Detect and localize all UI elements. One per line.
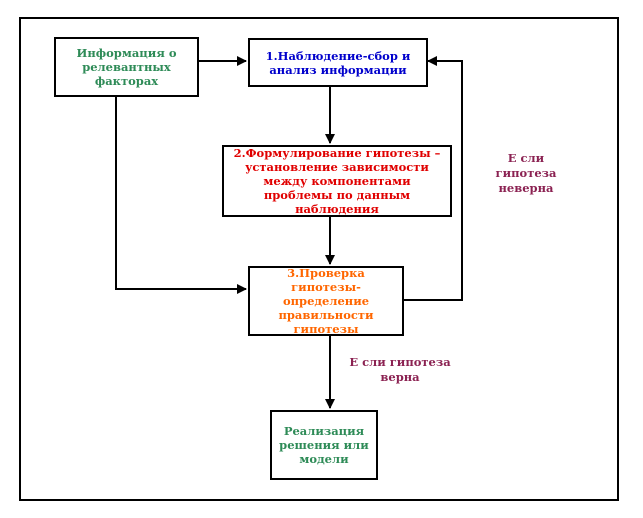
label-hypothesis-true: Е сли гипотеза верна bbox=[345, 355, 455, 385]
node-step2: 2.Формулирование гипотезы – установление… bbox=[222, 145, 452, 217]
label-hypothesis-false-text: Е сли гипотеза неверна bbox=[495, 151, 557, 195]
arrow-step3-feedback-to-step1 bbox=[404, 56, 463, 301]
node-info: Информация о релевантных факторах bbox=[54, 37, 199, 97]
node-step3-text: 3.Проверка гипотезы- определение правиль… bbox=[278, 266, 374, 336]
node-step1: 1.Наблюдение-сбор и анализ информации bbox=[248, 38, 428, 87]
diagram-frame bbox=[19, 17, 619, 501]
label-hypothesis-false: Е сли гипотеза неверна bbox=[476, 151, 576, 196]
node-step2-text: 2.Формулирование гипотезы – установление… bbox=[233, 146, 441, 216]
node-step3: 3.Проверка гипотезы- определение правиль… bbox=[248, 266, 404, 336]
node-info-text: Информация о релевантных факторах bbox=[76, 46, 177, 88]
node-step1-text: 1.Наблюдение-сбор и анализ информации bbox=[265, 48, 411, 77]
node-result: Реализация решения или модели bbox=[270, 410, 378, 480]
node-result-text: Реализация решения или модели bbox=[279, 424, 369, 466]
label-hypothesis-true-text: Е сли гипотеза верна bbox=[349, 355, 451, 384]
arrow-info-to-step3 bbox=[115, 97, 247, 294]
